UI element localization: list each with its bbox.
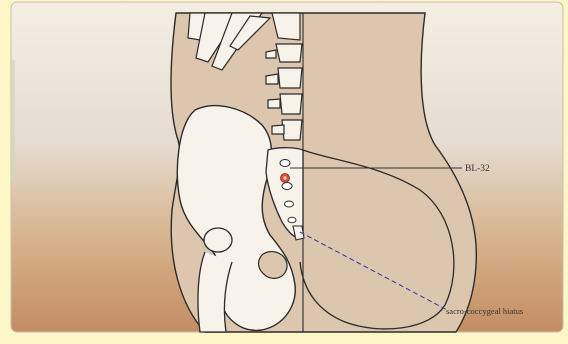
- point-label: BL-32: [465, 164, 490, 174]
- side-strip: [11, 60, 15, 180]
- femoral-head: [204, 228, 232, 252]
- hiatus-label: sacro-coccygeal hiatus: [446, 306, 523, 316]
